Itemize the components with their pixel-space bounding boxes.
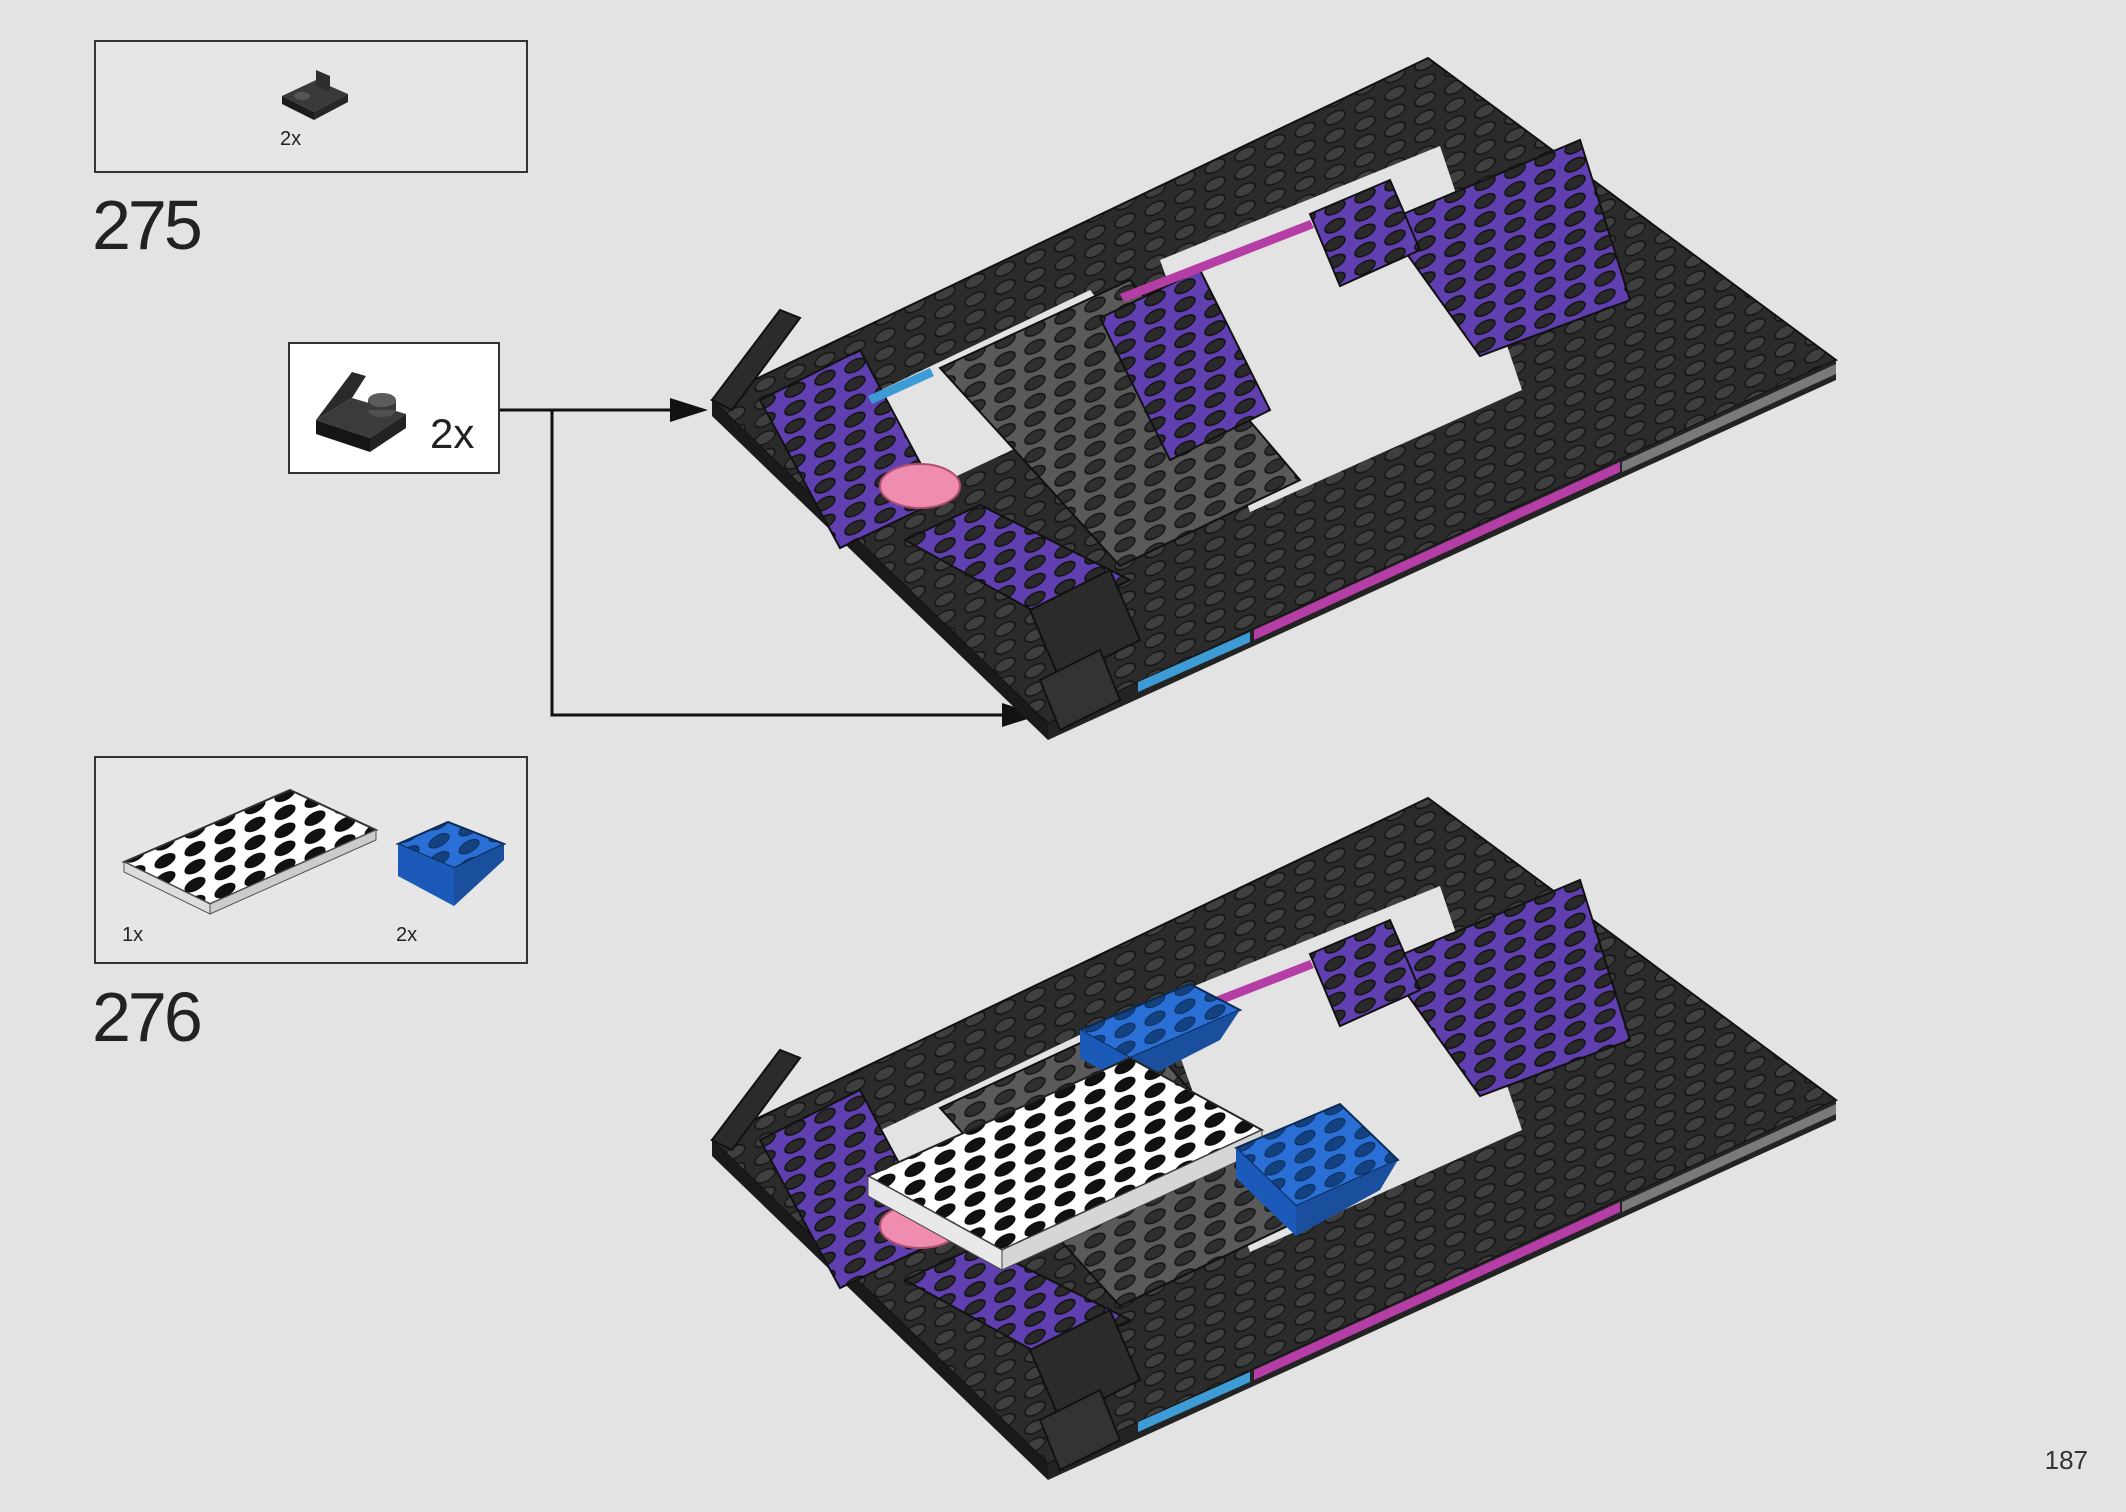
parts-list-275: 2x — [94, 40, 528, 173]
part-quantity: 2x — [280, 128, 302, 150]
step-number-275: 275 — [92, 186, 203, 264]
part-quantity: 2x — [396, 924, 418, 946]
new-blue-slope-rear — [1077, 982, 1243, 1086]
new-white-plate — [865, 1056, 1265, 1271]
part-quantity: 1x — [122, 924, 144, 946]
step-number-276: 276 — [92, 978, 203, 1056]
callout-quantity: 2x — [430, 410, 475, 457]
white-plate-4x8-icon — [121, 788, 379, 915]
page-number: 187 — [2044, 1445, 2088, 1475]
black-jumper-plate-icon — [282, 70, 348, 120]
sub-parts-callout: 2x — [288, 342, 500, 474]
blue-inverted-slope-icon — [395, 820, 507, 906]
black-slope-brick-icon — [316, 372, 406, 452]
parts-list-276: 1x 2x — [94, 756, 528, 964]
new-blue-slope-front — [1234, 1102, 1400, 1236]
frame-275 — [710, 56, 1838, 740]
